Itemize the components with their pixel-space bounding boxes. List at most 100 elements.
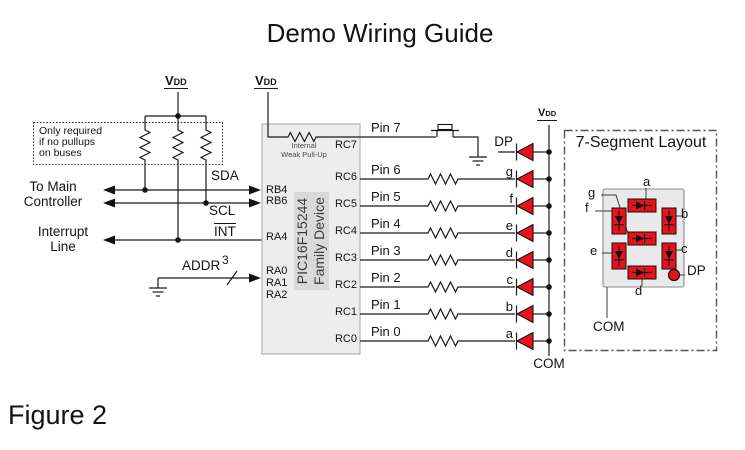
seg-label-a: a [643, 174, 651, 189]
vdd-sub-text: DD [263, 77, 277, 87]
pin6-wire-label: Pin 6 [371, 162, 401, 177]
push-button-icon [431, 123, 459, 137]
pin-label-rc5: RC5 [334, 198, 357, 210]
mcu-chip [261, 123, 361, 355]
internal-pullup-label-2: Weak Pull-Up [281, 150, 327, 159]
segment-dp-dot [667, 268, 681, 282]
to-main-label-2: Controller [23, 194, 83, 209]
seg-com-label: COM [593, 319, 625, 334]
pin-label-rc4: RC4 [334, 225, 357, 237]
pullup-network [33, 92, 223, 243]
pullup-resistor-int [171, 116, 185, 240]
chip-name-line: PIC16F15244 [294, 197, 310, 285]
segment-f [611, 207, 627, 235]
led-dp [498, 142, 549, 162]
pin1-row-led-b [360, 304, 549, 324]
vdd-text: V [165, 73, 174, 88]
int-text: INT [214, 223, 236, 239]
internal-pullup-label-1: Internal [291, 141, 317, 150]
pin-label-rc1: RC1 [334, 306, 357, 318]
chip-family-line: Family Device [311, 197, 327, 285]
pin1-wire-label: Pin 1 [371, 297, 401, 312]
to-main-label-1: To Main [29, 179, 77, 194]
led-label-b: b [505, 299, 513, 314]
int-wire [103, 235, 262, 245]
pin2-wire-label: Pin 2 [371, 270, 401, 285]
segment-g [627, 231, 657, 246]
segment-b [661, 207, 677, 235]
vdd-symbol-pullups: VDD [164, 74, 188, 89]
vdd-text: V [255, 73, 264, 88]
pin4-wire-label: Pin 4 [371, 216, 401, 231]
seg-label-g: g [588, 185, 596, 200]
led-label-d: d [505, 245, 513, 260]
pin-label-rc0: RC0 [334, 333, 357, 345]
segment-d [627, 265, 657, 280]
pin-label-rb4: RB4 [266, 184, 288, 196]
pin-label-ra1: RA1 [266, 277, 288, 289]
led-label-e: e [505, 218, 513, 233]
scl-label: SCL [209, 203, 236, 218]
addr-bus-width: 3 [222, 253, 229, 267]
page-title: Demo Wiring Guide [266, 18, 494, 48]
pin-label-rc3: RC3 [334, 252, 357, 264]
scl-wire [103, 198, 261, 208]
pin0-wire-label: Pin 0 [371, 324, 401, 339]
sda-label: SDA [211, 168, 239, 183]
pin-label-rc6: RC6 [334, 171, 357, 183]
segment-e [611, 242, 627, 270]
ground-icon [469, 156, 487, 166]
pin2-row-led-c [360, 277, 549, 297]
com-rail-label: COM [533, 356, 565, 371]
segment-a [627, 198, 657, 213]
led-label-dp: DP [494, 134, 513, 149]
segment-c [661, 242, 677, 270]
sda-wire [103, 185, 261, 195]
vdd-symbol-chip: VDD [254, 74, 278, 89]
vdd-symbol-rail: VDD [537, 107, 558, 121]
pin-label-rc7: RC7 [334, 139, 357, 151]
vdd-sub-text: DD [545, 109, 557, 118]
addr-wire [149, 270, 261, 297]
led-label-g: g [505, 164, 513, 179]
pullup-resistor-sda [138, 116, 152, 190]
pin-label-rb6: RB6 [266, 195, 288, 207]
chip-name: PIC16F15244 Family Device [294, 185, 330, 297]
bus-width-slash [226, 270, 238, 286]
vdd-text: V [538, 107, 546, 119]
seven-segment-title: 7-Segment Layout [575, 134, 707, 151]
led-label-f: f [509, 191, 513, 206]
note-line-3: on buses [39, 147, 82, 159]
pin7-wire-label: Pin 7 [371, 120, 401, 135]
pin5-row-led-f [360, 196, 549, 216]
seg-label-d: d [635, 283, 643, 298]
pin-label-rc2: RC2 [334, 279, 357, 291]
seg-label-b: b [681, 206, 689, 221]
internal-pullup-wire [267, 92, 436, 143]
seg-label-e: e [590, 243, 598, 258]
pin-label-ra0: RA0 [266, 265, 288, 277]
addr-label: ADDR [182, 258, 221, 273]
pin5-wire-label: Pin 5 [371, 189, 401, 204]
vdd-sub-text: DD [173, 77, 187, 87]
pin3-wire-label: Pin 3 [371, 243, 401, 258]
com-rail [546, 125, 552, 356]
interrupt-label-1: Interrupt [37, 224, 89, 239]
seg-label-dp: DP [687, 263, 706, 278]
pin4-row-led-e [360, 223, 549, 243]
figure-label: Figure 2 [8, 400, 108, 430]
pin3-row-led-d [360, 250, 549, 270]
seven-segment-layout-box [563, 129, 718, 352]
led-label-a: a [505, 326, 513, 341]
seg-label-f: f [585, 200, 589, 215]
ground-icon [149, 287, 167, 297]
note-line-1: Only required [39, 125, 103, 137]
led-label-c: c [506, 272, 514, 287]
pin-label-ra2: RA2 [266, 289, 288, 301]
int-label: INT [214, 223, 236, 239]
interrupt-label-2: Line [50, 239, 76, 254]
pin7-ground [453, 136, 487, 166]
pullup-resistor-scl [199, 116, 213, 203]
